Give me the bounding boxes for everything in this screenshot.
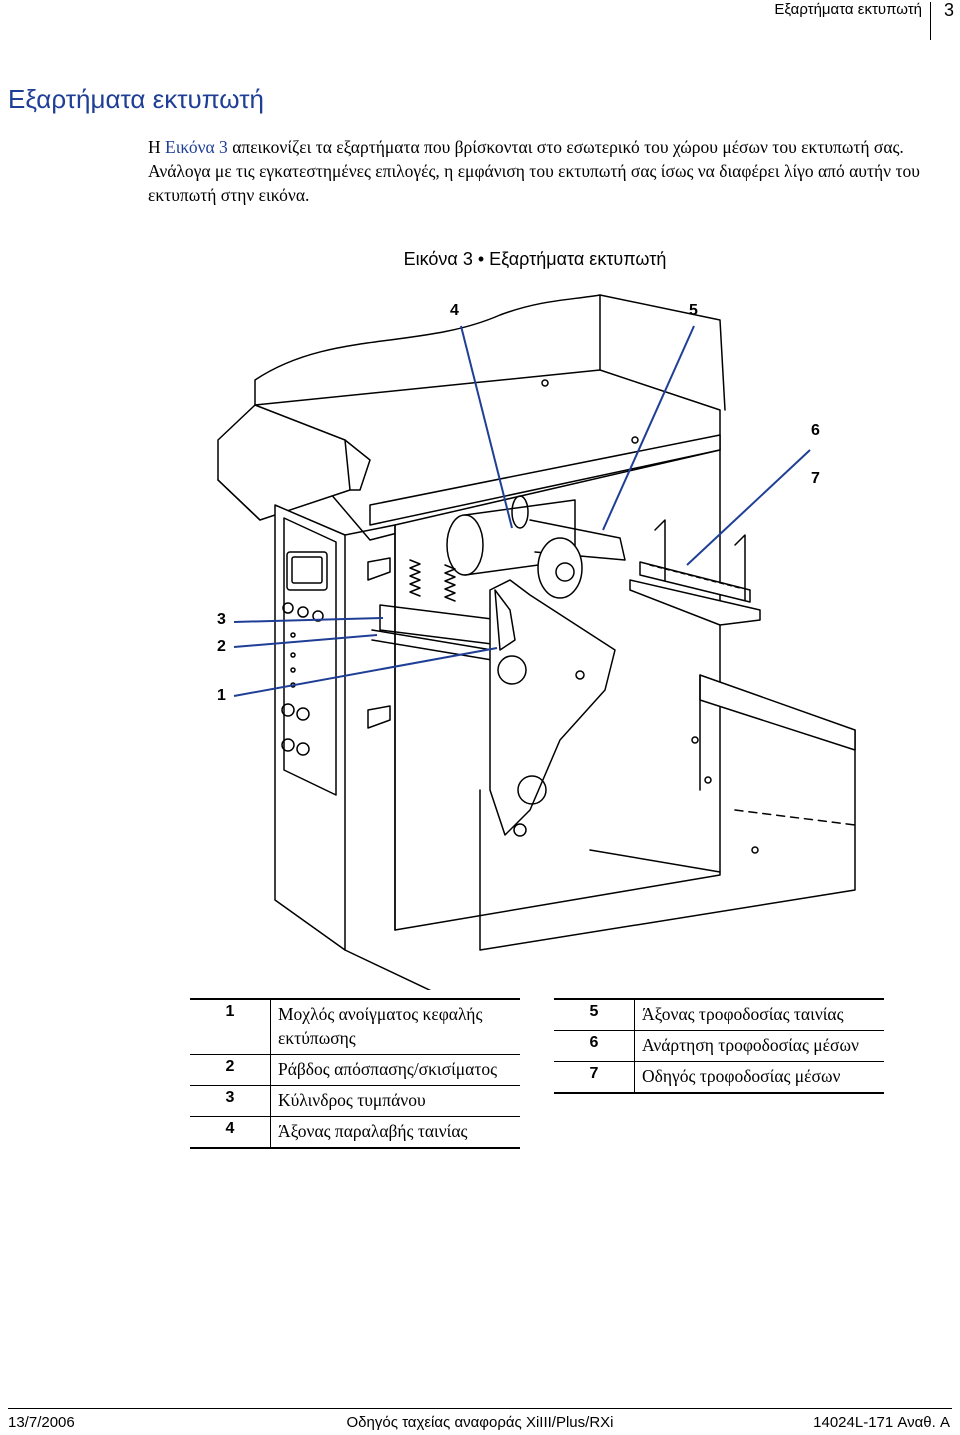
legend-description: Ανάρτηση τροφοδοσίας μέσων bbox=[634, 1030, 884, 1062]
intro-text-start: Η bbox=[148, 137, 166, 157]
legend-description: Μοχλός ανοίγματος κεφαλής εκτύπωσης bbox=[270, 1000, 520, 1055]
printer-figure: 4 5 6 7 3 2 1 bbox=[0, 290, 960, 996]
legend-description: Άξονας παραλαβής ταινίας bbox=[270, 1116, 520, 1147]
legend-row: 2 Ράβδος απόσπασης/σκισίματος bbox=[190, 1054, 520, 1086]
legend-row: 6 Ανάρτηση τροφοδοσίας μέσων bbox=[554, 1030, 884, 1062]
header-divider bbox=[930, 2, 931, 40]
legend-description: Άξονας τροφοδοσίας ταινίας bbox=[634, 1000, 884, 1031]
legend-number: 3 bbox=[190, 1085, 271, 1117]
legend-number: 6 bbox=[554, 1030, 635, 1062]
callout-5: 5 bbox=[689, 302, 698, 319]
legend-description: Ράβδος απόσπασης/σκισίματος bbox=[270, 1054, 520, 1086]
legend-number: 2 bbox=[190, 1054, 271, 1086]
footer-guide-title: Οδηγός ταχείας αναφοράς XiIII/Plus/RXi bbox=[346, 1414, 614, 1431]
legend-description: Οδηγός τροφοδοσίας μέσων bbox=[634, 1061, 884, 1092]
legend-row: 7 Οδηγός τροφοδοσίας μέσων bbox=[554, 1061, 884, 1092]
printer-illustration bbox=[217, 294, 856, 996]
legend-row: 5 Άξονας τροφοδοσίας ταινίας bbox=[554, 1000, 884, 1031]
legend-table-left: 1 Μοχλός ανοίγματος κεφαλής εκτύπωσης 2 … bbox=[190, 998, 520, 1149]
footer-doc-code: 14024L-171 Αναθ. A bbox=[813, 1414, 950, 1431]
legend-row: 3 Κύλινδρος τυμπάνου bbox=[190, 1085, 520, 1117]
intro-text-rest: απεικονίζει τα εξαρτήματα που βρίσκονται… bbox=[148, 137, 920, 205]
callout-7: 7 bbox=[811, 470, 820, 487]
callout-leader-lines bbox=[233, 325, 811, 697]
legend-description: Κύλινδρος τυμπάνου bbox=[270, 1085, 520, 1117]
legend-table-right: 5 Άξονας τροφοδοσίας ταινίας 6 Ανάρτηση … bbox=[554, 998, 884, 1094]
callout-6: 6 bbox=[811, 422, 820, 439]
figure-caption: Εικόνα 3 • Εξαρτήματα εκτυπωτή bbox=[403, 249, 667, 269]
page-number: 3 bbox=[944, 0, 955, 20]
running-header: Εξαρτήματα εκτυπωτή 3 bbox=[0, 0, 960, 45]
legend-number: 4 bbox=[190, 1116, 271, 1147]
footer-divider bbox=[8, 1408, 952, 1409]
page-footer: 13/7/2006 Οδηγός ταχείας αναφοράς XiIII/… bbox=[0, 1400, 960, 1435]
legend-number: 7 bbox=[554, 1061, 635, 1092]
callout-4: 4 bbox=[450, 302, 459, 319]
legend-number: 5 bbox=[589, 1003, 599, 1020]
callout-2: 2 bbox=[217, 638, 226, 655]
callout-3: 3 bbox=[217, 611, 226, 628]
legend-number: 1 bbox=[225, 1003, 235, 1020]
page-title: Εξαρτήματα εκτυπωτή bbox=[8, 84, 264, 114]
legend-row: 4 Άξονας παραλαβής ταινίας bbox=[190, 1116, 520, 1147]
callout-1: 1 bbox=[217, 687, 226, 704]
legend-row: 1 Μοχλός ανοίγματος κεφαλής εκτύπωσης bbox=[190, 1000, 520, 1055]
running-header-title: Εξαρτήματα εκτυπωτή bbox=[774, 1, 922, 18]
figure-link[interactable]: Εικόνα 3 bbox=[165, 137, 228, 157]
intro-paragraph: Η Εικόνα 3 απεικονίζει τα εξαρτήματα που… bbox=[148, 135, 938, 207]
footer-date: 13/7/2006 bbox=[8, 1414, 75, 1431]
